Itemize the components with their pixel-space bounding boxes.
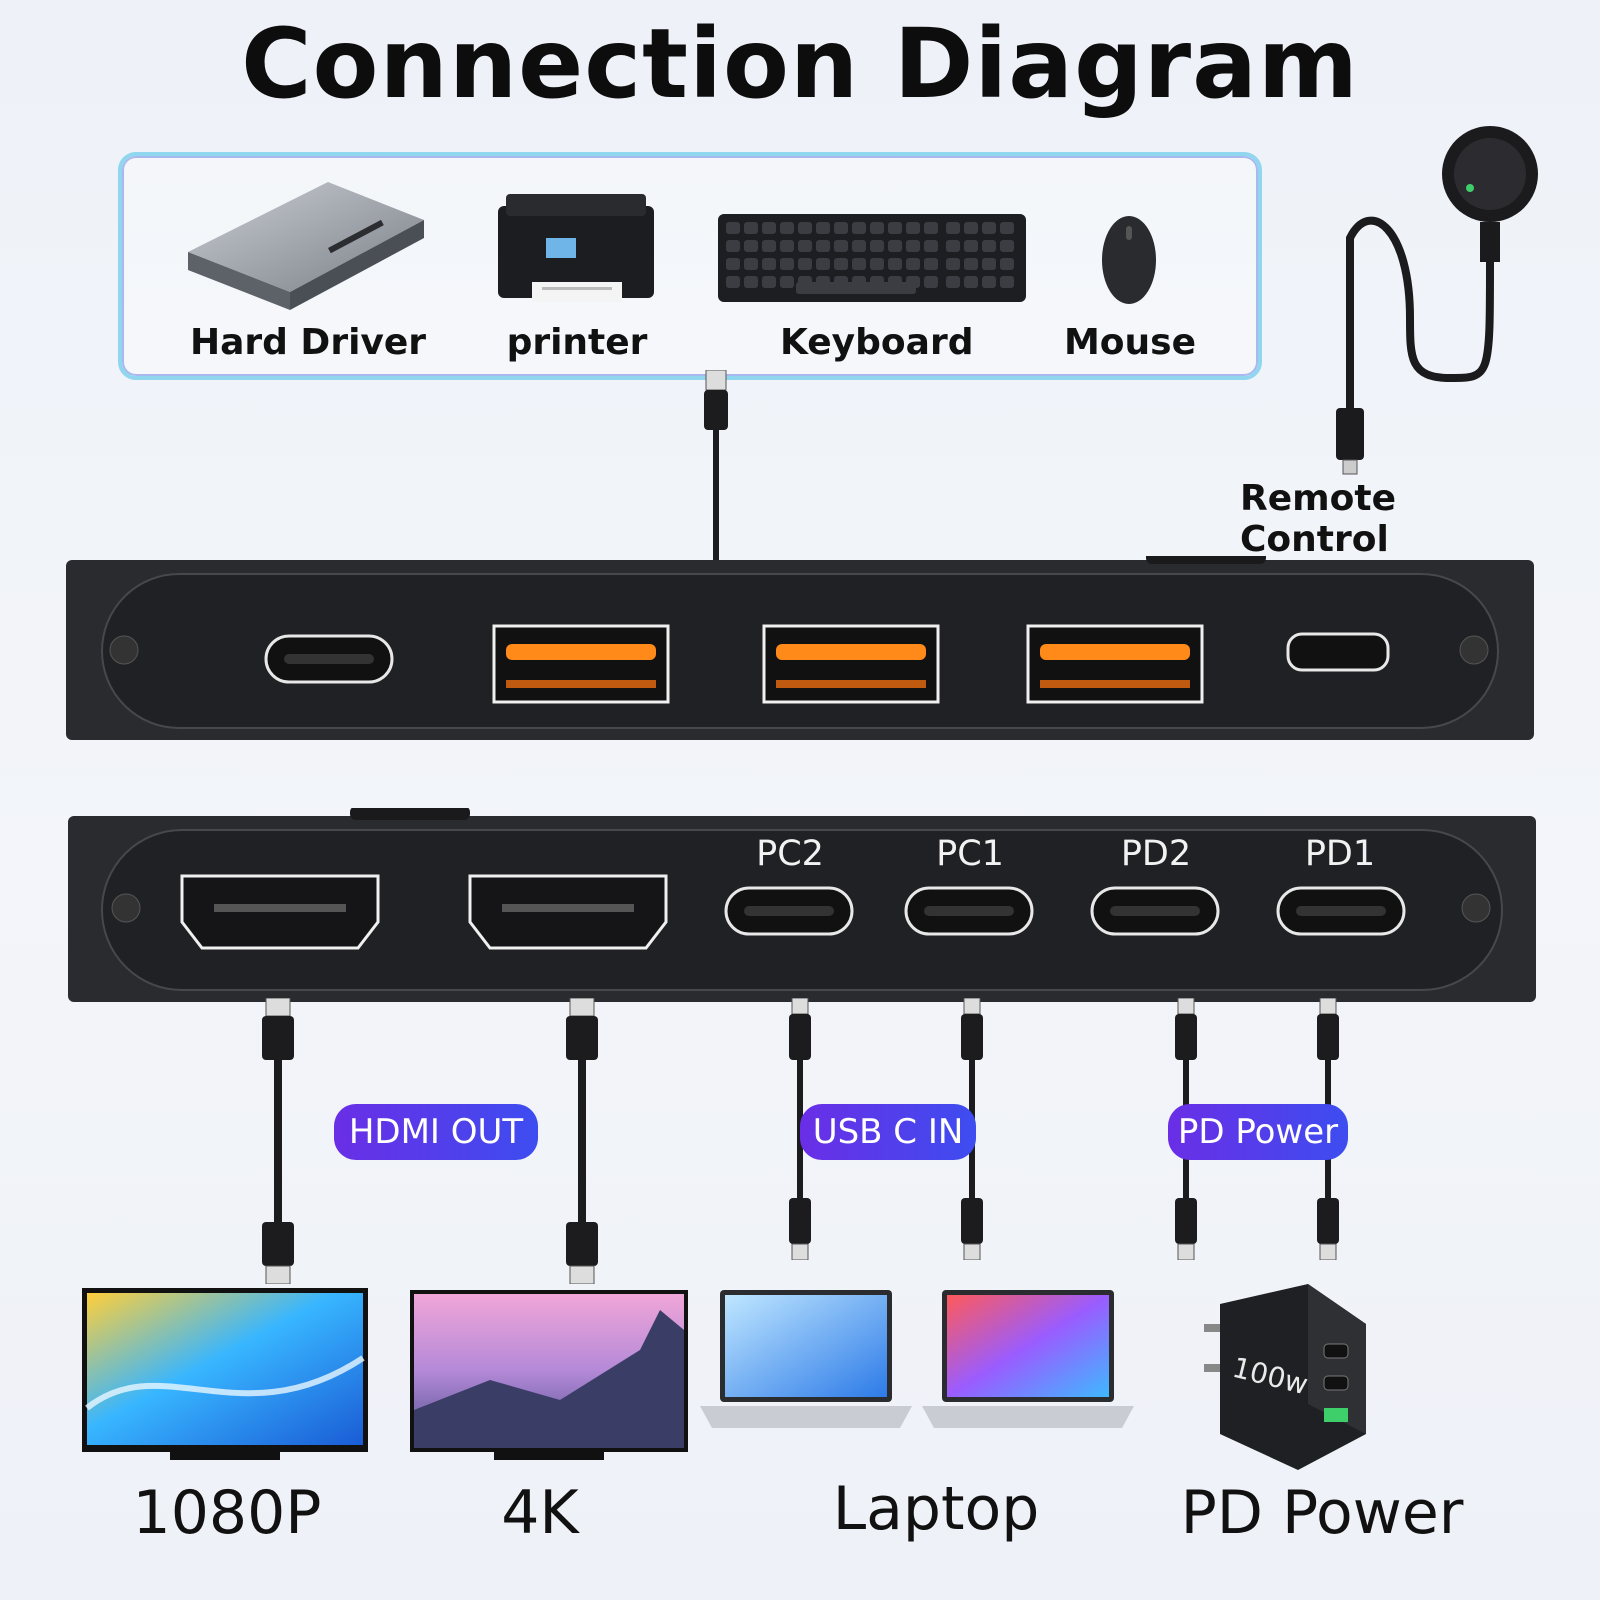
usb-c-port-pc1 xyxy=(904,886,1034,936)
remote-port xyxy=(1286,632,1390,672)
hard-drive-icon xyxy=(188,182,424,310)
monitor-4k-label: 4K xyxy=(501,1478,579,1548)
usb-a-port-3 xyxy=(1026,624,1204,704)
port-label-pc1: PC1 xyxy=(936,834,1004,874)
page-title: Connection Diagram xyxy=(241,8,1359,120)
printer-icon xyxy=(498,194,654,302)
charger-label: PD Power xyxy=(1180,1478,1464,1548)
usbc-in-badge: USB C IN xyxy=(800,1104,976,1160)
monitor-1080p-icon xyxy=(82,1288,368,1460)
usb-a-port-1 xyxy=(492,624,670,704)
usb-c-port-pd1 xyxy=(1276,886,1406,936)
port-label-pc2: PC2 xyxy=(756,834,824,874)
usb-c-port-pc2 xyxy=(724,886,854,936)
monitor-4k-icon xyxy=(410,1290,688,1460)
charger-icon xyxy=(1204,1284,1366,1470)
hdmi-port-1 xyxy=(180,874,380,950)
hdmi-out-badge: HDMI OUT xyxy=(334,1104,538,1160)
hdmi-cable-2 xyxy=(566,998,598,1284)
laptop-1-icon xyxy=(700,1290,912,1428)
mouse-icon xyxy=(1102,216,1156,304)
usb-a-port-2 xyxy=(762,624,940,704)
hdmi-cable-1 xyxy=(262,998,294,1284)
port-label-pd1: PD1 xyxy=(1304,834,1376,874)
usb-c-port-pd2 xyxy=(1090,886,1220,936)
hard-drive-label: Hard Driver xyxy=(189,322,427,363)
usb-c-port xyxy=(264,634,394,684)
laptop-2-icon xyxy=(922,1290,1134,1428)
hdmi-port-2 xyxy=(468,874,668,950)
printer-label: printer xyxy=(506,322,648,363)
mouse-label: Mouse xyxy=(1063,322,1197,363)
keyboard-icon xyxy=(718,214,1026,302)
pd-power-badge: PD Power xyxy=(1168,1104,1348,1160)
keyboard-label: Keyboard xyxy=(780,322,974,363)
monitor-1080p-label: 1080P xyxy=(132,1478,322,1548)
remote-control-label: Remote Control xyxy=(1240,478,1397,560)
remote-control-icon xyxy=(1336,126,1538,475)
laptop-label: Laptop xyxy=(832,1474,1040,1544)
port-label-pd2: PD2 xyxy=(1120,834,1192,874)
